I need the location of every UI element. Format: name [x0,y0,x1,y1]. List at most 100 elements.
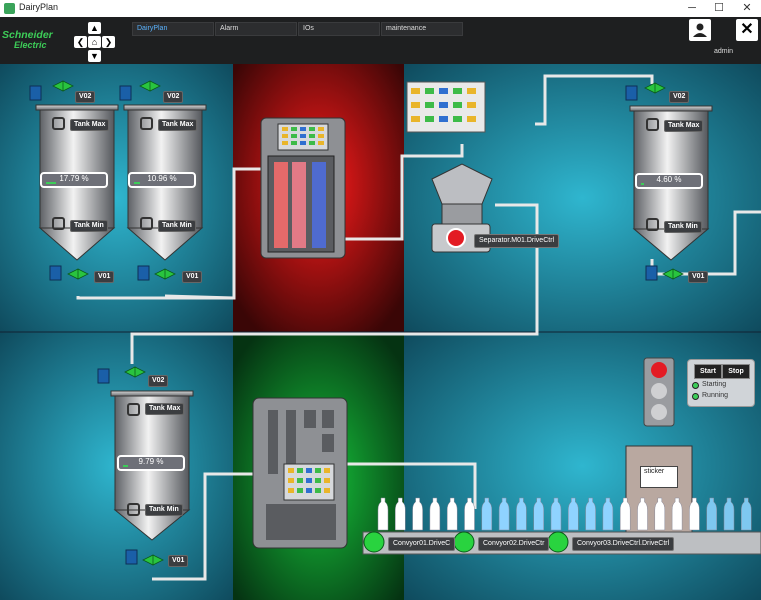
user-icon [693,23,707,37]
plc-indicator [439,116,448,122]
bottle [516,497,527,531]
tab-maintenance[interactable]: maintenance [381,22,463,36]
tank2-min-label: Tank Min [158,220,196,232]
bottle [741,497,752,531]
separator-drive-label[interactable]: Separator.M01.DriveCtrl [474,234,560,248]
tank1-valve-bottom-label: V01 [94,271,115,283]
plc-indicator [425,88,434,94]
plc-indicator [467,102,476,108]
plc-indicator [291,141,297,145]
tank4-max-label: Tank Max [145,403,185,415]
start-button[interactable]: Start [694,364,722,379]
plc-indicator [315,468,321,473]
username-label: admin [714,48,734,55]
bottle [429,497,441,531]
tank4-valve-bottom-label: V01 [168,555,189,567]
plc-indicator [324,488,330,493]
tank2-max-label: Tank Max [158,119,198,131]
plc-indicator [288,468,294,473]
maximize-button[interactable]: ☐ [714,2,724,14]
user-button[interactable] [689,19,711,41]
plc-indicator [324,468,330,473]
starting-label: Starting [702,381,727,388]
logo-line2: Electric [14,40,47,50]
tank3-min-label: Tank Min [664,221,702,233]
plc-indicator [306,488,312,493]
tank3-valve-top-label: V02 [669,91,690,103]
filler-panel [288,468,330,493]
plc-indicator [425,116,434,122]
process-canvas: V02 Tank Max 17.79 % Tank Min V01 V02 Ta… [0,64,761,600]
tank3-level-display: 4.60 % [635,173,703,189]
bottle [550,497,562,531]
app-close-button[interactable]: ✕ [736,19,758,41]
tank1-min-label: Tank Min [70,220,108,232]
plc-indicator [306,468,312,473]
tank3-max-label: Tank Max [664,120,704,132]
starting-indicator-icon [692,382,699,389]
stop-button[interactable]: Stop [722,364,750,379]
plc-indicator [315,488,321,493]
plc-indicator [300,127,306,131]
plc-indicator [282,134,288,138]
plc-indicator [291,127,297,131]
tab-alarm[interactable]: Alarm [215,22,297,36]
nav-up-icon[interactable]: ▲ [88,22,101,34]
tank1-level-bar [46,182,56,184]
tank1-max-label: Tank Max [70,119,110,131]
window-titlebar: DairyPlan ─ ☐ ✕ [0,0,761,18]
bottle [481,497,493,531]
plc-indicator [439,88,448,94]
app-header [0,17,761,64]
schneider-logo: Schneider Electric [2,30,70,56]
conveyor3-drive-label[interactable]: Convyor03.DriveCtrl.DriveCtrl [572,537,675,551]
tank1-valve-top-label: V02 [75,91,96,103]
minimize-button[interactable]: ─ [688,2,696,14]
window-title: DairyPlan [19,2,59,12]
nav-down-icon[interactable]: ▼ [88,50,101,62]
bottle [689,497,700,531]
plc-indicator [411,116,420,122]
plc-indicator [309,134,315,138]
tab-ios[interactable]: IOs [298,22,380,36]
bottle [412,497,423,531]
tank1-level-display: 17.79 % [40,172,108,188]
tank3-level-bar [641,183,644,185]
tank2-level-display: 10.96 % [128,172,196,188]
plc-indicator [300,134,306,138]
sticker-label: sticker [640,466,678,488]
plc-indicator [411,88,420,94]
traffic-light [643,357,675,427]
tank4-valve-top-label: V02 [148,375,169,387]
logo-line1: Schneider [2,29,53,41]
window-close-button[interactable]: ✕ [742,2,752,14]
tab-dairyplan[interactable]: DairyPlan [132,22,214,36]
bottle [654,497,666,531]
plc-indicator [315,478,321,483]
plc-panel [411,88,476,122]
nav-right-icon[interactable]: ❯ [102,36,115,48]
plc-indicator [306,478,312,483]
tank1-level-value: 17.79 % [59,174,89,183]
process-diagram [0,64,761,600]
tank2-valve-top-label: V02 [163,91,184,103]
conveyor2-drive-label[interactable]: Convyor02.DriveCtr [478,537,550,551]
plc-indicator [309,127,315,131]
conveyor1-drive-label[interactable]: Convyor01.DriveC [388,537,456,551]
running-label: Running [702,392,729,399]
tank2-valve-bottom-label: V01 [182,271,203,283]
home-icon[interactable]: ⌂ [88,36,101,48]
plc-indicator [453,116,462,122]
running-indicator-icon [692,393,699,400]
bottle [723,497,735,531]
bottle [377,497,389,531]
plc-indicator [467,88,476,94]
plc-indicator [288,478,294,483]
plc-indicator [318,141,324,145]
nav-left-icon[interactable]: ❮ [74,36,87,48]
plc-indicator [282,141,288,145]
plc-indicator [282,127,288,131]
bottle [568,497,579,531]
plc-indicator [291,134,297,138]
tank4-level-bar [123,465,129,467]
